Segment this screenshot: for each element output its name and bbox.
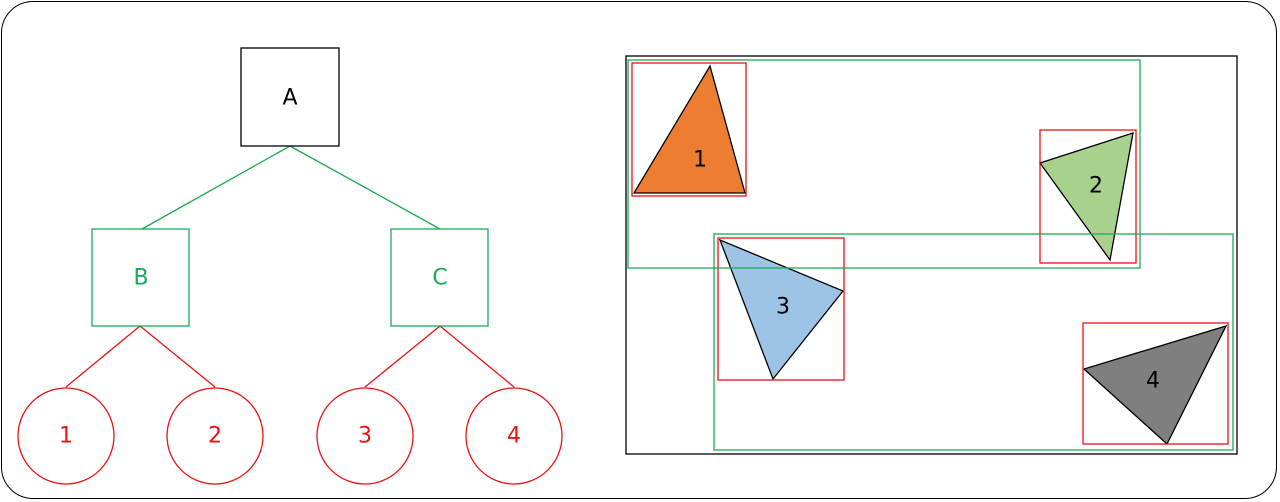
triangle-1-label: 1	[693, 148, 707, 173]
tree-leaf-4-label: 4	[507, 424, 521, 449]
tree-node-c	[390, 228, 489, 327]
triangle-4	[1082, 324, 1228, 446]
bounding-box-1	[631, 62, 747, 197]
edge-c-3	[364, 325, 441, 388]
edge-b-2	[139, 325, 216, 388]
tree-leaf-3	[316, 387, 414, 485]
tree-leaf-2-label: 2	[208, 424, 222, 449]
tree-node-a	[240, 47, 340, 147]
bounding-box-2	[1039, 129, 1137, 264]
tree-leaf-3-label: 3	[358, 424, 372, 449]
edge-b-1	[65, 325, 141, 388]
tree-leaf-1	[17, 387, 115, 485]
tree-node-a-label: A	[282, 86, 297, 111]
triangle-1	[632, 64, 746, 194]
tree-node-c-label: C	[432, 266, 447, 291]
tree-leaf-1-label: 1	[59, 424, 73, 449]
tree-node-b	[91, 228, 190, 327]
bounding-box-b	[627, 59, 1141, 269]
tree-node-b-label: B	[133, 266, 148, 291]
tree-leaf-4	[465, 387, 563, 485]
bounding-box-c	[713, 233, 1234, 451]
triangle-2	[1038, 132, 1134, 262]
spatial-panel: 1 2 3 4	[625, 55, 1238, 455]
triangle-2-label: 2	[1089, 174, 1103, 199]
bounding-box-4	[1082, 322, 1229, 445]
bounding-box-a	[625, 55, 1238, 455]
tree-leaf-2	[166, 387, 264, 485]
edge-c-4	[439, 325, 515, 388]
tree: A B C 1 2 3 4	[17, 47, 563, 485]
triangle-4-label: 4	[1146, 369, 1160, 394]
triangle-3-label: 3	[776, 295, 790, 320]
edge-a-c	[289, 145, 441, 230]
edge-a-b	[141, 145, 291, 230]
bounding-box-3	[717, 237, 845, 381]
triangle-3	[718, 238, 845, 381]
